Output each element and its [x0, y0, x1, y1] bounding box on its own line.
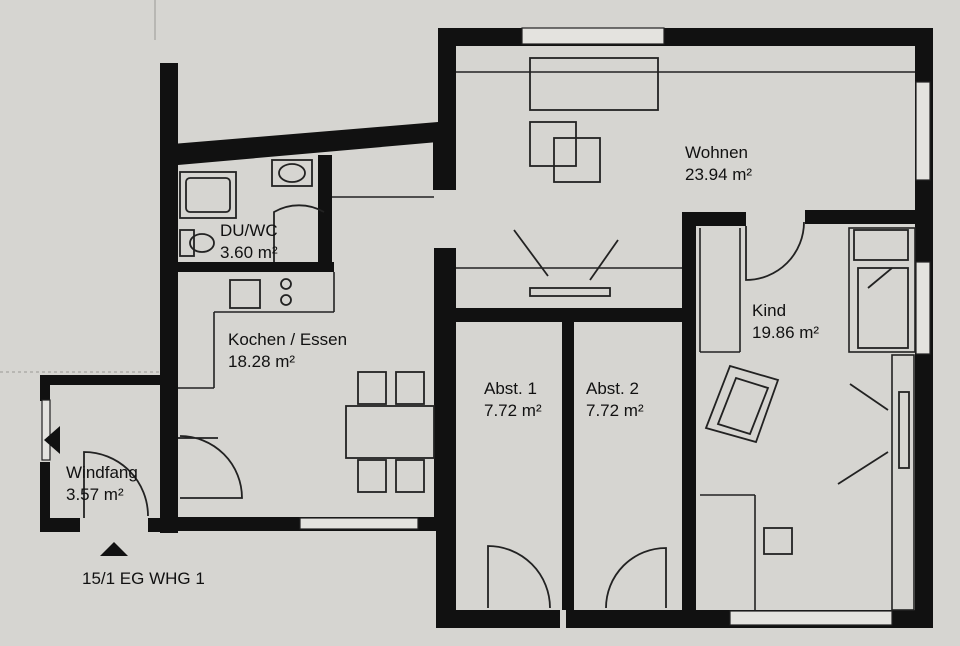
room-area: 7.72 m² — [484, 401, 542, 420]
room-name: Kind — [752, 301, 786, 320]
room-label-abst1: Abst. 1 7.72 m² — [484, 379, 542, 420]
room-label-abst2: Abst. 2 7.72 m² — [586, 379, 644, 420]
room-label-wohnen: Wohnen 23.94 m² — [685, 143, 752, 184]
room-name: Abst. 2 — [586, 379, 639, 398]
interior-walls — [178, 140, 917, 612]
doors — [83, 204, 805, 609]
entrance-arrow-icon — [44, 426, 60, 454]
partition-lines — [178, 71, 916, 611]
room-name: Windfang — [66, 463, 138, 482]
room-label-kochen: Kochen / Essen 18.28 m² — [228, 330, 347, 371]
room-label-duwc: DU/WC 3.60 m² — [220, 221, 278, 262]
room-area: 23.94 m² — [685, 165, 752, 184]
room-name: DU/WC — [220, 221, 278, 240]
room-area: 3.60 m² — [220, 243, 278, 262]
unit-caption: 15/1 EG WHG 1 — [82, 569, 205, 588]
entrance-marker-icon — [100, 542, 128, 556]
room-name: Kochen / Essen — [228, 330, 347, 349]
room-label-kind: Kind 19.86 m² — [752, 301, 819, 342]
furniture — [179, 57, 910, 555]
room-area: 18.28 m² — [228, 352, 295, 371]
windows — [41, 27, 931, 626]
room-name: Wohnen — [685, 143, 748, 162]
room-area: 7.72 m² — [586, 401, 644, 420]
room-label-windfang: Windfang 3.57 m² — [66, 463, 138, 504]
room-name: Abst. 1 — [484, 379, 537, 398]
room-area: 19.86 m² — [752, 323, 819, 342]
room-area: 3.57 m² — [66, 485, 124, 504]
